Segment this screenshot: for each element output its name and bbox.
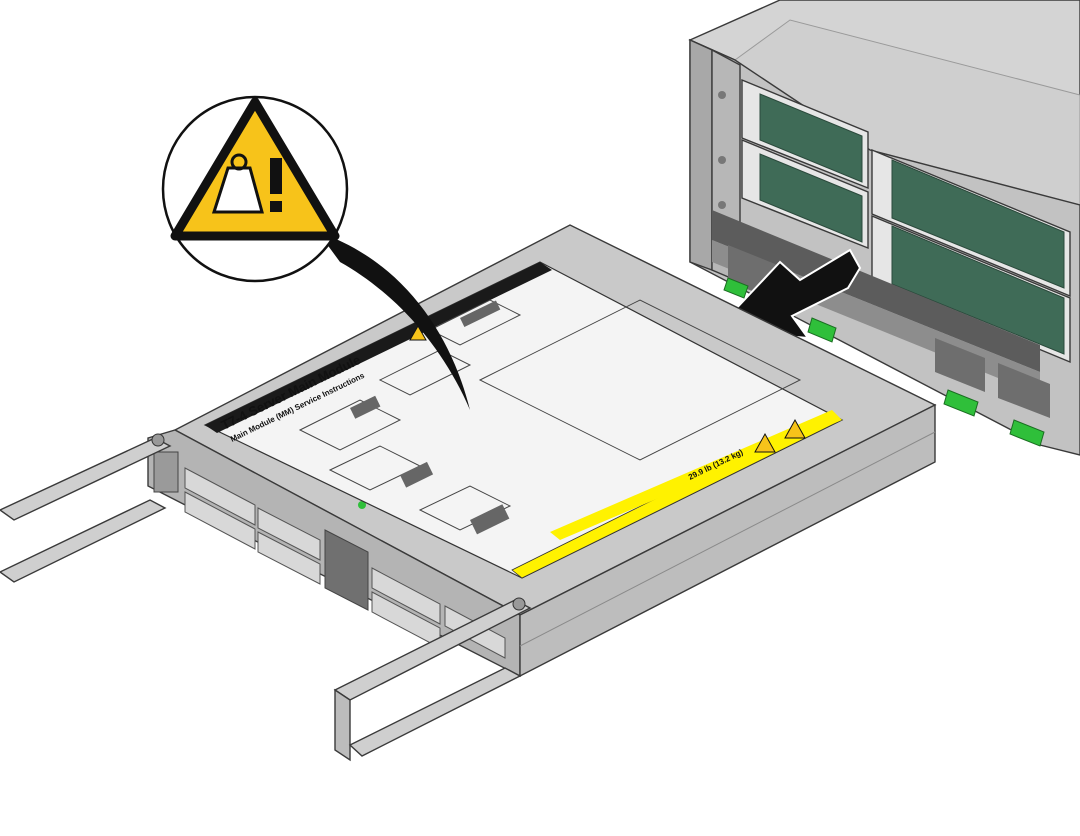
service-label: T7-4 Server Main Module Main Module (MM)…: [203, 261, 844, 579]
server-main-module: T7-4 Server Main Module Main Module (MM)…: [0, 224, 937, 762]
chassis-fan-bay: [871, 148, 1071, 298]
module-front-grille: [324, 529, 369, 611]
chassis-fan-bay: [871, 214, 1071, 364]
chassis-fan-bay: [741, 138, 869, 250]
heavy-weight-callout: [161, 95, 470, 410]
chassis-fan-bay: [741, 78, 869, 190]
server-chassis: [688, 0, 1080, 456]
callout-pointer: [318, 232, 470, 410]
module-ejector-lever-right: [333, 597, 532, 762]
module-front-bays: [184, 467, 506, 659]
module-ejector-lever-left: [0, 433, 172, 583]
green-release-tab: [723, 277, 1045, 447]
module-front-ports: [153, 451, 366, 509]
heavy-weight-warning-icon: [170, 97, 340, 241]
